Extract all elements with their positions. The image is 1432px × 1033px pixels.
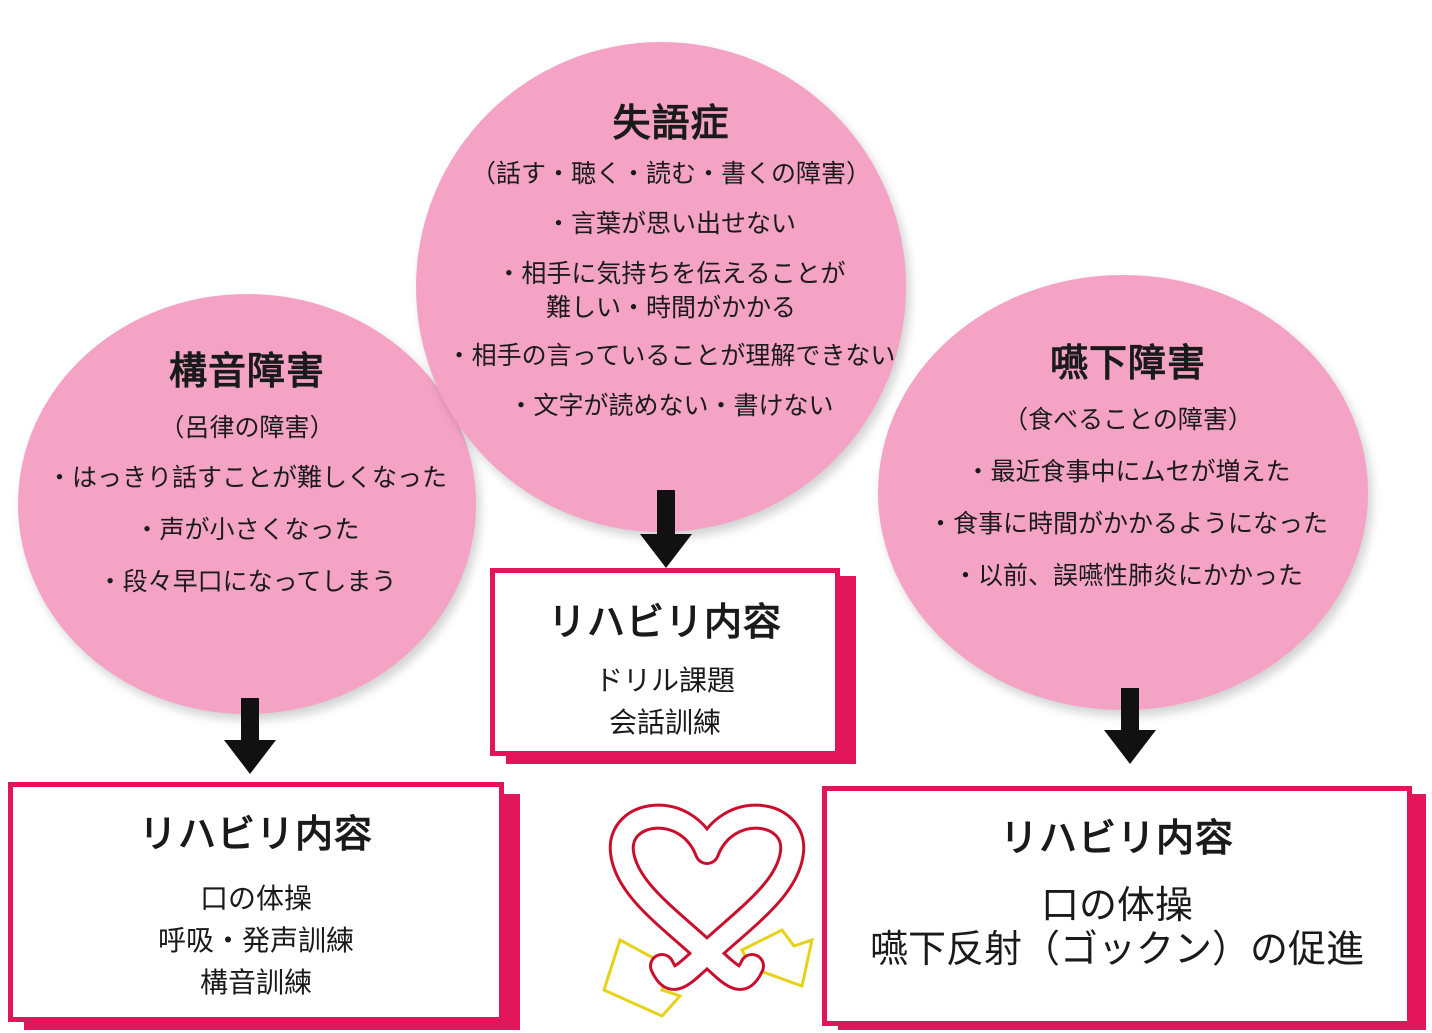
dysphagia-subtitle: （食べることの障害）	[1003, 405, 1253, 434]
dysarthria-title: 構音障害	[168, 349, 325, 393]
dysarthria-circle	[18, 294, 476, 714]
dysarthria-text: 構音障害 （呂律の障害） ・はっきり話すことが難しくなった ・声が小さくなった …	[18, 340, 476, 597]
aphasia-title: 失語症	[612, 101, 730, 145]
aphasia-item: ・相手の言っていることが理解できない	[446, 341, 896, 370]
rehab-item: ドリル課題	[594, 664, 735, 697]
heart-ribbon-icon	[602, 803, 815, 1018]
dysphagia-item: ・食事に時間がかかるようになった	[927, 509, 1328, 538]
rehab-item: 会話訓練	[608, 706, 721, 739]
rehab-item: 口の体操	[199, 882, 312, 915]
aphasia-item: 難しい・時間がかかる	[545, 293, 796, 322]
dysphagia-item: ・以前、誤嚥性肺炎にかかった	[952, 561, 1303, 590]
arrow-down-icon	[224, 698, 276, 774]
dysphagia-circle	[878, 275, 1368, 710]
dysarthria-subtitle: （呂律の障害）	[159, 413, 335, 442]
aphasia-subtitle: （話す・聴く・読む・書くの障害）	[470, 159, 871, 188]
aphasia-text: 失語症 （話す・聴く・読む・書くの障害） ・言葉が思い出せない ・相手に気持ちを…	[416, 92, 926, 421]
rehab-box-aphasia: リハビリ内容 ドリル課題 会話訓練	[490, 568, 840, 756]
dysphagia-text: 嚥下障害 （食べることの障害） ・最近食事中にムセが増えた ・食事に時間がかかる…	[878, 332, 1378, 591]
rehab-box-title: リハビリ内容	[999, 816, 1234, 860]
dysarthria-item: ・はっきり話すことが難しくなった	[46, 463, 447, 492]
rehab-item: 呼吸・発声訓練	[157, 924, 354, 957]
dysarthria-item: ・段々早口になってしまう	[97, 567, 397, 596]
rehab-box-title: リハビリ内容	[138, 812, 373, 856]
dysphagia-item: ・最近食事中にムセが増えた	[965, 457, 1291, 486]
aphasia-item: ・文字が読めない・書けない	[508, 391, 834, 420]
rehab-box-title: リハビリ内容	[547, 600, 782, 644]
dysarthria-item: ・声が小さくなった	[134, 515, 360, 544]
aphasia-circle	[416, 42, 906, 532]
rehab-item: 嚥下反射（ゴックン）の促進	[869, 926, 1364, 971]
aphasia-item: ・相手に気持ちを伝えることが	[496, 259, 846, 288]
rehab-box-dysarthria: リハビリ内容 口の体操 呼吸・発声訓練 構音訓練	[8, 782, 504, 1022]
arrow-down-icon	[1104, 688, 1156, 764]
rehab-box-dysphagia: リハビリ内容 口の体操 嚥下反射（ゴックン）の促進	[822, 786, 1412, 1026]
rehab-item: 構音訓練	[199, 966, 312, 999]
aphasia-item: ・言葉が思い出せない	[545, 209, 796, 238]
dysphagia-title: 嚥下障害	[1049, 341, 1206, 385]
rehab-item: 口の体操	[1040, 883, 1193, 927]
arrow-down-icon	[640, 490, 692, 568]
